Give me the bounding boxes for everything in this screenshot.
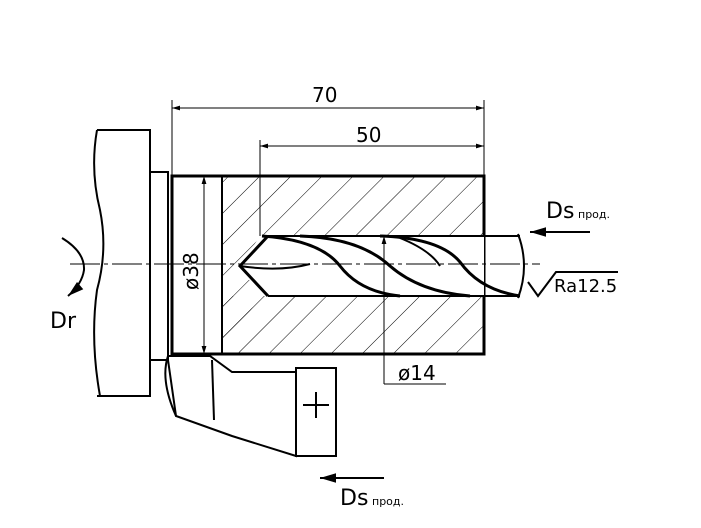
chuck (93, 129, 169, 397)
dimension-d14 (381, 236, 446, 385)
dimension-50-label: 50 (356, 123, 381, 147)
dimension-d38-label: ø38 (179, 252, 203, 290)
drill-feed-symbol: Ds (546, 199, 574, 224)
tool-feed-subscript: прод. (372, 495, 404, 508)
rotation-arrow (61, 237, 86, 297)
cutting-tool (164, 355, 337, 458)
tool-feed-symbol: Ds (340, 486, 368, 511)
rotation-label: Dr (50, 309, 77, 334)
dimension-d14-label: ø14 (398, 361, 436, 385)
workpiece (170, 174, 486, 356)
drill (70, 233, 540, 299)
roughness-symbol (527, 271, 618, 298)
drill-feed-subscript: прод. (578, 208, 610, 221)
dimension-50 (259, 140, 484, 236)
dimension-70 (171, 100, 485, 176)
dimension-70-label: 70 (312, 83, 337, 107)
roughness-label: Ra12.5 (554, 276, 617, 297)
